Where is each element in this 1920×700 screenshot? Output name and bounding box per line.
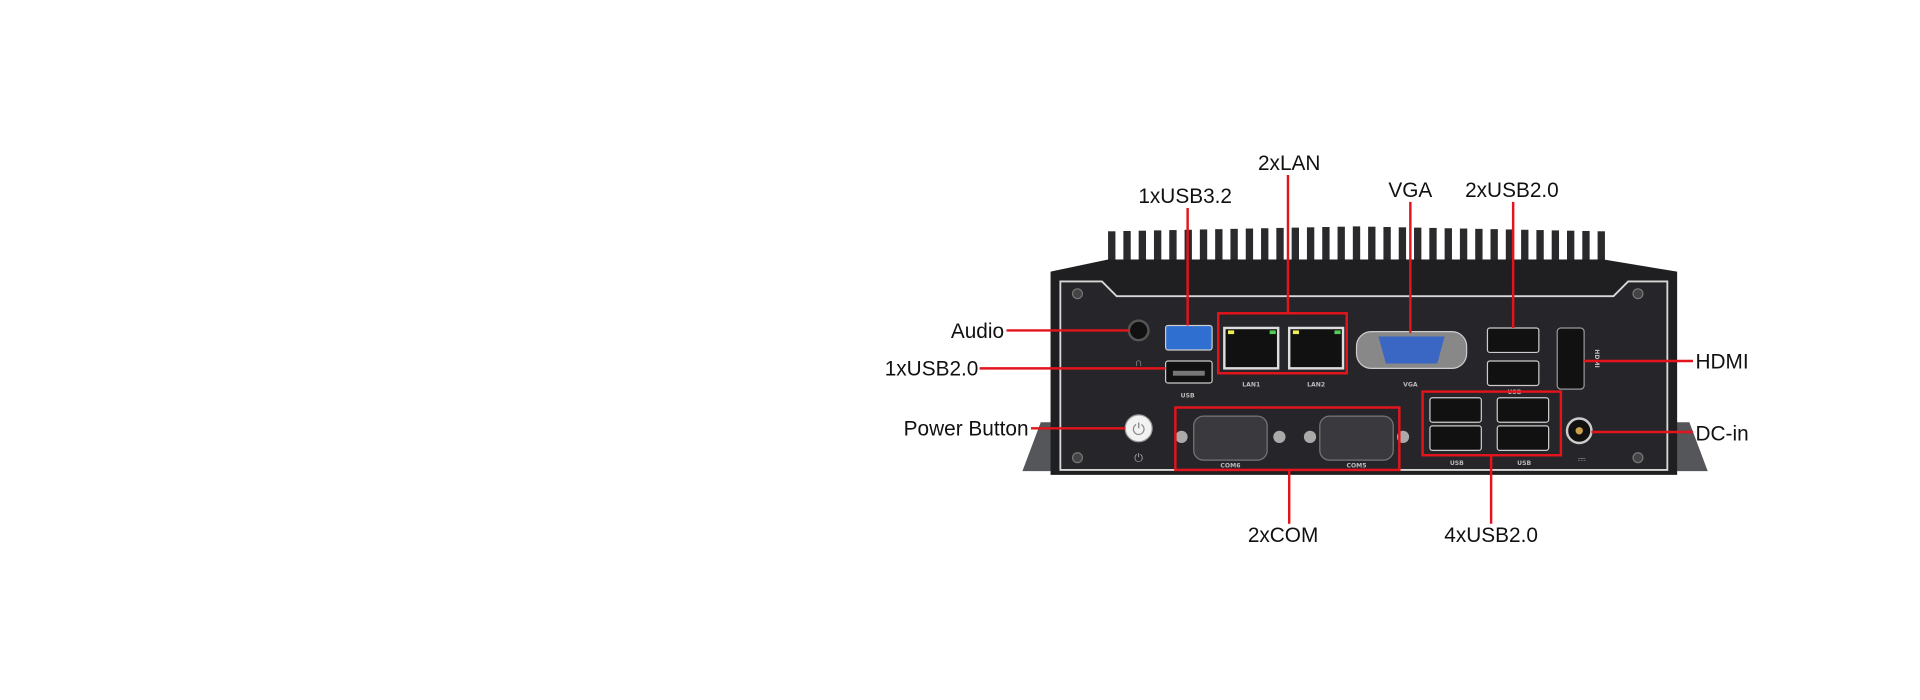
com-highlight-box xyxy=(1174,406,1401,472)
heatsink-fin xyxy=(1459,228,1468,282)
com5-mark: COM5 xyxy=(1346,462,1366,469)
usb20-port xyxy=(1496,425,1550,451)
com-screw xyxy=(1273,430,1286,444)
heatsink-fin xyxy=(1291,227,1299,282)
com6-port xyxy=(1193,415,1268,461)
usb-mark: USB xyxy=(1450,460,1464,467)
lan2-port xyxy=(1287,326,1345,370)
vga-mark: VGA xyxy=(1403,382,1418,389)
com6-mark: COM6 xyxy=(1220,462,1240,469)
heatsink-fin xyxy=(1245,228,1254,282)
heatsink-fin xyxy=(1261,228,1269,282)
usb20-port xyxy=(1486,327,1540,354)
heatsink-fin xyxy=(1215,229,1223,282)
heatsink-fin xyxy=(1108,231,1116,282)
vga-connector xyxy=(1378,336,1445,364)
hdmi-mark: HDMI xyxy=(1593,349,1600,368)
lan1-mark: LAN1 xyxy=(1242,382,1260,389)
label-dcin: DC-in xyxy=(1695,423,1748,446)
heatsink-fin xyxy=(1169,230,1177,282)
dc-symbol-icon: ⎓ xyxy=(1578,455,1586,466)
heatsink-fin xyxy=(1123,230,1131,282)
label-audio: Audio xyxy=(951,320,1004,343)
label-hdmi: HDMI xyxy=(1695,350,1748,373)
power-symbol-icon: ⏻ xyxy=(1134,452,1143,464)
heatsink-fin xyxy=(1306,227,1315,282)
heatsink-fin xyxy=(1597,231,1605,282)
screws xyxy=(1071,288,1644,464)
usb20-port xyxy=(1429,425,1482,451)
heatsink-fin xyxy=(1383,227,1391,282)
heatsink-fin xyxy=(1536,230,1544,282)
label-usb20-left: 1xUSB2.0 xyxy=(885,358,979,381)
label-lan: 2xLAN xyxy=(1258,152,1320,175)
device-image: ∩ ⏻ ⏻ USB LAN1 LAN2 VGA USB HDMI xyxy=(1022,226,1708,475)
heatsink-fin xyxy=(1337,226,1345,282)
power-icon: ⏻ xyxy=(1132,421,1145,438)
label-usb32: 1xUSB3.2 xyxy=(1138,185,1232,208)
heatsink-fin xyxy=(1398,227,1407,282)
hdmi-port xyxy=(1556,327,1585,390)
lan2-mark: LAN2 xyxy=(1307,382,1325,389)
heatsink-fin xyxy=(1414,227,1422,282)
callout-labels: 1xUSB3.2 2xLAN VGA 2xUSB2.0 Audio 1xUSB2… xyxy=(885,152,1749,547)
heatsink-fin xyxy=(1521,229,1529,282)
heatsink-fin xyxy=(1352,226,1361,282)
heatsink-fin xyxy=(1490,229,1498,282)
heatsink-fin xyxy=(1505,229,1514,282)
heatsink-fin xyxy=(1153,230,1162,282)
usb20-port xyxy=(1486,360,1540,387)
heatsink-fin xyxy=(1322,227,1330,282)
usb32-port xyxy=(1164,324,1213,351)
lan1-port xyxy=(1223,326,1280,370)
heatsink-fin xyxy=(1444,228,1452,282)
lan-led xyxy=(1334,330,1341,335)
heatsink-fin xyxy=(1138,230,1147,282)
lan-highlight-box xyxy=(1216,312,1348,375)
usb20-port xyxy=(1429,397,1482,423)
audio-jack xyxy=(1127,319,1150,342)
heatsink-fin xyxy=(1429,227,1437,282)
usb-mark: USB xyxy=(1517,460,1531,467)
heatsink-fin xyxy=(1475,228,1483,282)
com-screw xyxy=(1175,430,1188,444)
lan-led xyxy=(1269,330,1276,335)
usb-tongue xyxy=(1172,370,1205,376)
label-power: Power Button xyxy=(904,418,1029,441)
heatsink-fin xyxy=(1551,230,1560,282)
lan-led xyxy=(1228,330,1235,335)
label-vga: VGA xyxy=(1388,179,1432,202)
heatsink-fin xyxy=(1276,227,1284,282)
label-com: 2xCOM xyxy=(1248,524,1318,547)
heatsink-fin xyxy=(1566,230,1575,282)
com5-port xyxy=(1319,415,1394,461)
heatsink-fin xyxy=(1582,230,1590,282)
leader-lines xyxy=(979,175,1694,524)
usb-mark: USB xyxy=(1181,393,1195,400)
heatsink-fins xyxy=(1108,226,1605,282)
lan-led xyxy=(1292,330,1299,335)
dc-pin xyxy=(1575,427,1583,435)
label-usb20-top: 2xUSB2.0 xyxy=(1465,179,1559,202)
com-screw xyxy=(1303,430,1317,444)
heatsink-fin xyxy=(1230,228,1238,282)
headphone-icon: ∩ xyxy=(1135,357,1143,369)
heatsink-fin xyxy=(1368,226,1376,282)
power-button xyxy=(1124,414,1153,443)
usb20-port xyxy=(1496,397,1550,423)
heatsink-fin xyxy=(1199,229,1208,282)
label-usb20-bottom: 4xUSB2.0 xyxy=(1444,524,1538,547)
